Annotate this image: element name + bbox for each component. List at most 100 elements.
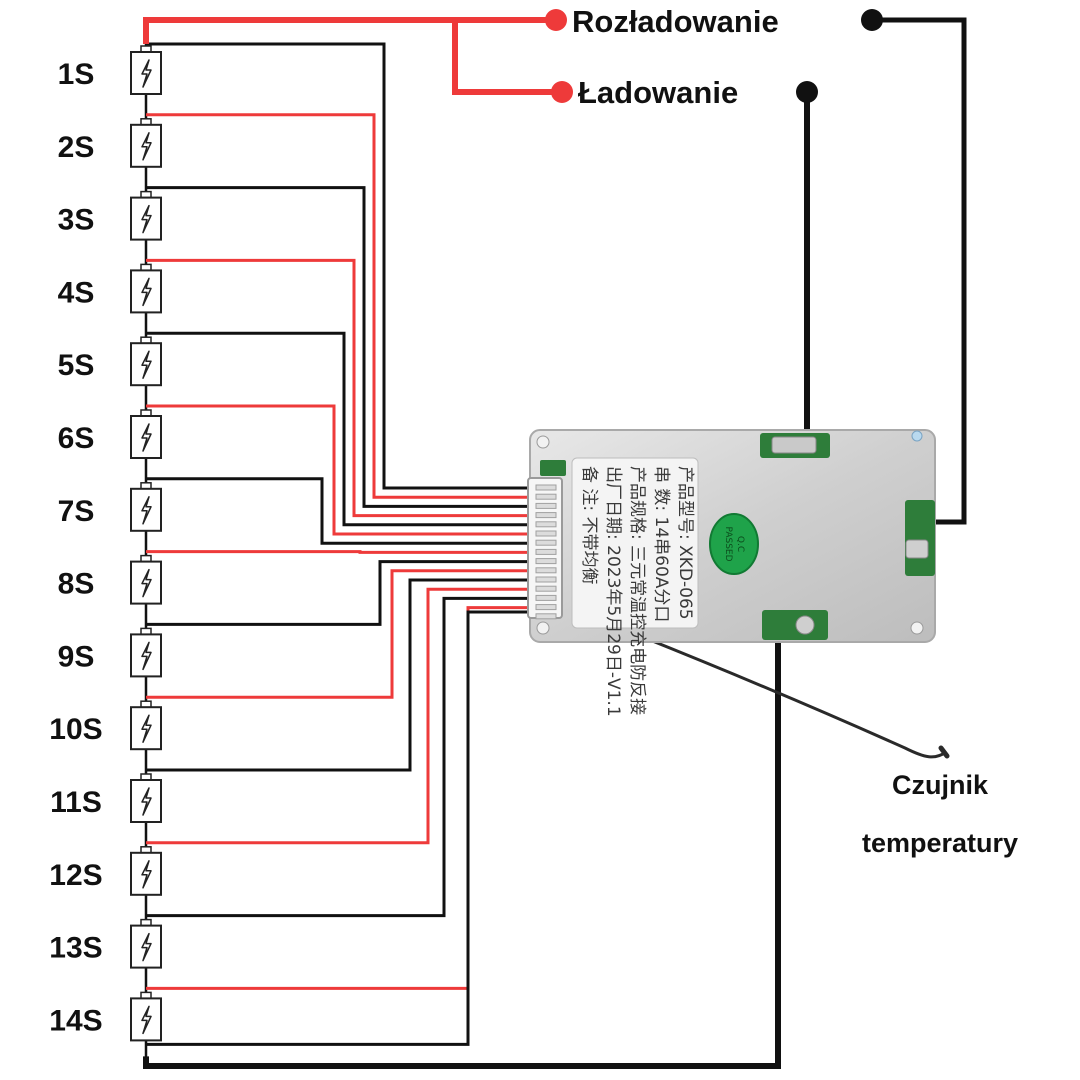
battery-cell (130, 991, 162, 1042)
balance-wire-7 (146, 477, 528, 545)
charge-negative-dot (796, 81, 818, 103)
c-minus-pad (795, 615, 815, 635)
battery-bolt-icon (141, 787, 152, 816)
balance-wire-2 (146, 113, 528, 499)
temperature-sensor-caption: Czujnik temperatury (862, 770, 1018, 858)
battery-cell (130, 45, 162, 95)
connector-pin (535, 548, 557, 555)
cell-label: 9S (58, 640, 95, 673)
connector-pin (535, 604, 557, 611)
connector-pin (535, 521, 557, 528)
connector-pin (535, 512, 557, 519)
discharge-negative-wire (872, 17, 967, 525)
cell-label: 5S (58, 349, 95, 382)
battery-bolt-icon (141, 1005, 152, 1035)
battery-cell (130, 482, 162, 532)
mounting-hole (536, 435, 550, 449)
battery-cell-body (130, 51, 162, 95)
battery-bolt-icon (141, 277, 152, 307)
pcb-window-bottom (762, 610, 828, 640)
battery-bolt-icon (141, 132, 152, 161)
mounting-hole (910, 621, 924, 635)
battery-bolt-icon (141, 496, 152, 525)
wires (143, 17, 967, 1069)
battery-cell (130, 554, 162, 605)
pack-negative-wire (143, 625, 781, 1069)
connector-pin (535, 539, 557, 546)
cell-label: 13S (49, 932, 102, 965)
battery-cell-body (130, 123, 162, 168)
cell-label: 11S (50, 786, 102, 819)
pack-positive-discharge-wire (143, 17, 556, 44)
cell-label: 6S (58, 422, 95, 455)
b-minus-pad (771, 436, 817, 454)
battery-cell-body (130, 633, 162, 678)
cell-label: 2S (58, 131, 95, 164)
balance-wire-9 (146, 560, 528, 626)
battery-cell (130, 773, 162, 823)
battery-cell (130, 263, 162, 314)
battery-cell-stack (130, 45, 162, 1042)
pcb-window-left (540, 460, 566, 476)
mounting-hole (911, 430, 923, 442)
product-sticker (571, 457, 699, 629)
balance-wire-4 (146, 258, 528, 518)
battery-bolt-icon (141, 641, 152, 671)
battery-cell-body (130, 924, 162, 969)
battery-cell-body (130, 196, 162, 241)
terminal-markers: Rozładowanie Ładowanie (545, 4, 883, 110)
balance-wire-14 (146, 606, 528, 990)
battery-bolt-icon (141, 59, 152, 88)
mounting-hole (536, 621, 550, 635)
cell-label: 1S (58, 58, 95, 91)
battery-bolt-icon (141, 714, 152, 743)
balance-wire-10 (146, 569, 528, 699)
battery-cell-body (130, 706, 162, 751)
battery-cell-body (130, 342, 162, 387)
connector-pin (535, 484, 557, 491)
connector-pin (535, 567, 557, 574)
qc-passed-badge: Q.C PASSED (709, 513, 759, 575)
battery-cell (130, 118, 162, 168)
connector-pin (535, 558, 557, 565)
balance-wire-12 (146, 587, 528, 845)
connector-pin (535, 530, 557, 537)
battery-cell-body (130, 779, 162, 823)
sticker-line: 串 数: 14串60A分口 (651, 466, 671, 622)
product-sticker-text: 产品型号: XKD-065 串 数: 14串60A分口 产品规格: 三元常温控充… (579, 466, 695, 717)
balance-wire-8 (146, 550, 528, 554)
temperature-sensor-label-line2: temperatury (862, 828, 1018, 858)
pack-positive-charge-wire (452, 20, 562, 95)
battery-cell-body (130, 487, 162, 532)
pcb-window-right (905, 500, 935, 576)
battery-bolt-icon (141, 932, 152, 962)
cell-label: 7S (58, 495, 95, 528)
sticker-line: 备 注: 不带均衡 (579, 466, 599, 585)
charge-positive-dot (551, 81, 573, 103)
connector-pin (535, 576, 557, 583)
bms-board: 产品型号: XKD-065 串 数: 14串60A分口 产品规格: 三元常温控充… (527, 429, 950, 759)
battery-cell-body (130, 851, 162, 896)
cell-label: 3S (58, 204, 95, 237)
cell-label: 12S (49, 859, 102, 892)
battery-cell (130, 846, 162, 896)
battery-bolt-icon (141, 860, 152, 889)
balance-connector-pins (535, 484, 557, 620)
temperature-probe-cable (639, 634, 950, 759)
battery-bolt-icon (141, 423, 152, 452)
cell-label: 4S (58, 276, 95, 309)
battery-cell-body (130, 415, 162, 459)
balance-wire-3 (146, 186, 528, 508)
connector-pin (535, 502, 557, 509)
battery-bolt-icon (141, 568, 152, 598)
cell-label: 8S (58, 568, 95, 601)
connector-pin (535, 613, 557, 620)
battery-cell (130, 336, 162, 387)
qc-badge-text: Q.C (735, 536, 745, 552)
battery-cell (130, 627, 162, 678)
p-minus-pad (905, 539, 929, 559)
sticker-line: 产品规格: 三元常温控充电防反接 (627, 466, 647, 715)
battery-cell (130, 700, 162, 751)
